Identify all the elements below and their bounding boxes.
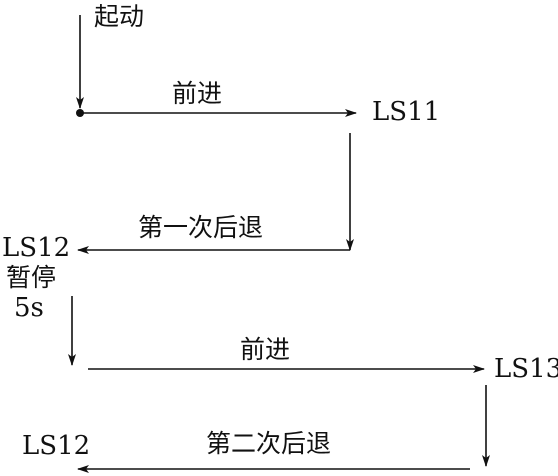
pause-label: 暂停: [6, 263, 57, 292]
ls12-label-b: LS12: [22, 431, 91, 461]
ls12-label-a: LS12: [2, 233, 71, 263]
pause-duration-label: 5s: [14, 293, 44, 323]
retreat-2-label: 第二次后退: [206, 429, 332, 458]
forward-2-label: 前进: [240, 335, 291, 364]
forward-1-label: 前进: [172, 79, 223, 108]
start-label: 起动: [94, 2, 145, 31]
ls11-label: LS11: [372, 97, 441, 127]
retreat-1-label: 第一次后退: [138, 213, 264, 242]
ls13-label: LS13: [494, 354, 558, 384]
